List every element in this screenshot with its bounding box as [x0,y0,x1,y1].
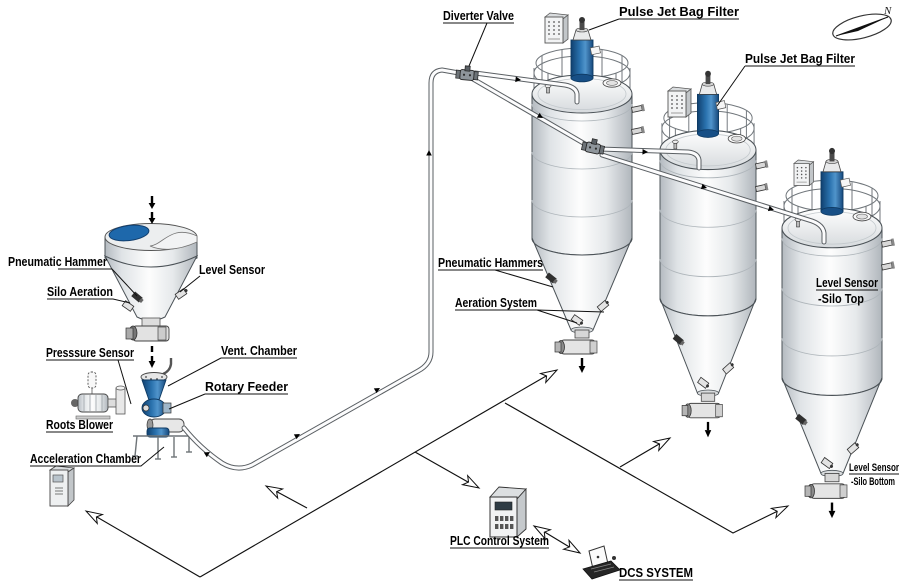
roots-blower [71,393,123,420]
label-plc-control-system: PLC Control System [450,534,549,548]
label-diverter-valve: Diverter Valve [443,9,514,23]
filter-control-box-2 [667,86,692,118]
label-pulse-jet-bag-filter-1: Pulse Jet Bag Filter [619,5,739,19]
conveying-pipes [181,64,827,471]
label-pneumatic-hammers: Pneumatic Hammers [438,256,543,270]
hopper-inlet-opening [108,224,150,242]
signal-line-main [199,371,554,578]
label-pressure-sensor: Presssure Sensor [46,346,134,360]
label-level-sensor-silo-bottom-1: Level Sensor [849,462,900,474]
label-level-sensor-silo-bottom-2: -Silo Bottom [851,476,895,488]
labels: Pneumatic Hammer Silo Aeration Level Sen… [8,5,900,580]
feeder-assembly [71,358,192,460]
label-roots-blower: Roots Blower [46,418,113,432]
label-rotary-feeder: Rotary Feeder [205,380,288,394]
hopper-level-sensor [174,288,188,300]
diverter-valve-1 [455,64,480,82]
storage-silo-1 [530,15,647,375]
label-pulse-jet-bag-filter-2: Pulse Jet Bag Filter [745,52,855,66]
dcs-workstation [582,545,621,580]
label-level-sensor-hopper: Level Sensor [199,263,265,277]
label-dcs-system: DCS SYSTEM [619,566,693,580]
hopper-aeration-pad [121,300,135,312]
filter-control-box-1 [544,12,569,44]
label-silo-aeration: Silo Aeration [47,285,113,299]
storage-silo-2 [658,69,770,439]
vent-chamber [140,358,173,401]
field-cabinet [48,465,76,507]
label-level-sensor-silo-top-2: -Silo Top [818,292,864,306]
hopper-pneumatic-hammer [131,291,144,304]
material-outlet-arrow [148,346,156,368]
label-vent-chamber: Vent. Chamber [221,344,297,358]
rotary-feeder-unit [141,398,172,418]
compass-icon [832,13,892,41]
plc-cabinet [489,486,527,539]
support-stand [132,435,192,460]
acceleration-chamber-unit [146,418,185,438]
label-compass-north: N [883,5,892,17]
material-inlet-arrows [148,196,156,224]
control-signal-lines [82,364,791,578]
filter-control-box-3 [793,159,814,186]
label-level-sensor-silo-top-1: Level Sensor [816,276,878,290]
label-acceleration-chamber: Acceleration Chamber [30,452,141,466]
receiving-hopper [103,223,199,342]
label-leader-lines [30,18,899,581]
blower-silencer [115,387,126,415]
label-pneumatic-hammer: Pneumatic Hammer [8,255,107,269]
label-aeration-system: Aeration System [455,296,537,310]
